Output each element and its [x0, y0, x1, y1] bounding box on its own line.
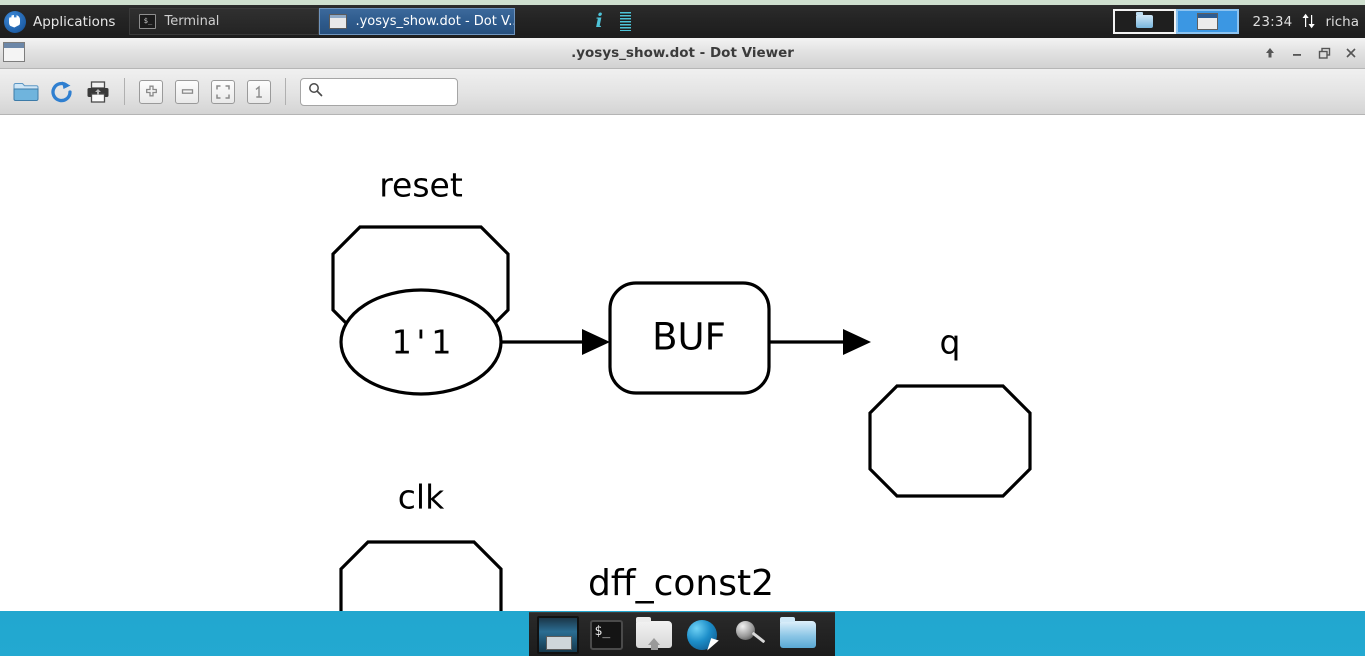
panel-status-area: 23:34 richa [1239, 5, 1365, 38]
top-panel: Applications $_ Terminal .yosys_show.dot… [0, 5, 1365, 38]
maximize-window-icon[interactable] [1316, 45, 1332, 61]
minimize-window-icon[interactable] [1289, 45, 1305, 61]
graph-node-q[interactable]: q [868, 323, 1032, 498]
window-task-list: $_ Terminal .yosys_show.dot - Dot V... [129, 5, 516, 38]
terminal-launcher[interactable]: $_ [585, 615, 627, 655]
zoom-fit-button[interactable] [205, 74, 241, 110]
window-controls [1262, 45, 1359, 61]
applications-menu-label: Applications [33, 13, 116, 30]
search-input[interactable] [329, 83, 453, 100]
search-icon [308, 82, 323, 101]
info-icon[interactable]: i [595, 10, 603, 32]
graph-title-label: dff_const2 [588, 563, 774, 604]
one-icon [247, 79, 271, 104]
window-icon [1196, 13, 1218, 30]
dot-viewer-toolbar [0, 69, 1365, 115]
print-button[interactable] [80, 74, 116, 110]
graph-edge-buf-q [769, 329, 871, 355]
minus-icon [175, 79, 199, 104]
task-button-label: Terminal [164, 14, 220, 29]
window-titlebar[interactable]: .yosys_show.dot - Dot Viewer [0, 38, 1365, 69]
equalizer-icon[interactable] [619, 12, 631, 31]
task-button-terminal[interactable]: $_ Terminal [129, 8, 320, 35]
shade-window-icon[interactable] [1262, 45, 1278, 61]
window-title: .yosys_show.dot - Dot Viewer [571, 45, 794, 61]
web-browser-icon [687, 619, 719, 653]
panel-spacer [631, 5, 1113, 38]
xfce-mouse-icon [4, 10, 26, 33]
web-browser-launcher[interactable] [681, 615, 723, 655]
dot-graph: reset 1'1 BUF [331, 166, 1032, 612]
search-launcher[interactable] [729, 615, 771, 655]
dock-panel: $_ [529, 612, 835, 656]
terminal-icon: $_ [139, 14, 157, 29]
reload-button[interactable] [44, 74, 80, 110]
clock-label[interactable]: 23:34 [1252, 13, 1293, 30]
network-updown-icon[interactable] [1301, 13, 1316, 30]
home-folder-icon [636, 617, 672, 650]
graph-node-const[interactable]: 1'1 [339, 288, 503, 396]
search-magnifier-icon [734, 620, 766, 650]
window-menu-icon[interactable] [3, 42, 25, 62]
plus-icon [139, 79, 163, 104]
file-manager-launcher[interactable] [777, 615, 819, 655]
folder-icon [1135, 12, 1153, 28]
graph-node-label: BUF [652, 316, 726, 359]
panel-top-edge [0, 0, 1365, 5]
home-folder-launcher[interactable] [633, 615, 675, 655]
task-button-dot-viewer[interactable]: .yosys_show.dot - Dot V... [319, 8, 516, 35]
workspace-switcher[interactable] [1112, 5, 1239, 38]
toolbar-separator [124, 78, 125, 105]
graph-node-clk[interactable]: clk [339, 478, 503, 612]
graph-edge-const-buf [501, 329, 610, 355]
house-glyph-icon [648, 638, 660, 650]
close-window-icon[interactable] [1343, 45, 1359, 61]
window-icon [329, 14, 348, 29]
zoom-in-button[interactable] [133, 74, 169, 110]
dot-viewer-window: .yosys_show.dot - Dot Viewer [0, 38, 1365, 611]
graph-canvas[interactable]: reset 1'1 BUF [0, 115, 1365, 611]
panel-indicator-area: i [515, 5, 631, 38]
graph-node-label: reset [379, 166, 463, 205]
graph-node-buf[interactable]: BUF [608, 281, 771, 395]
file-manager-icon [780, 617, 816, 648]
workspace-1-button[interactable] [1112, 9, 1176, 34]
graph-node-label: clk [398, 478, 445, 517]
show-desktop-icon[interactable] [537, 615, 579, 655]
task-button-label: .yosys_show.dot - Dot V... [355, 14, 516, 29]
monitor-icon [537, 615, 579, 654]
zoom-out-button[interactable] [169, 74, 205, 110]
search-box[interactable] [300, 77, 458, 106]
open-file-button[interactable] [8, 74, 44, 110]
fit-icon [211, 79, 235, 104]
graph-node-label: 1'1 [391, 323, 451, 362]
applications-menu-button[interactable]: Applications [0, 5, 129, 38]
user-name-label[interactable]: richa [1325, 13, 1359, 30]
graph-node-label: q [940, 323, 961, 362]
zoom-100-button[interactable] [241, 74, 277, 110]
cursor-icon [707, 637, 719, 653]
workspace-2-button[interactable] [1175, 9, 1239, 34]
terminal-icon: $_ [589, 619, 623, 650]
toolbar-separator [285, 78, 286, 105]
